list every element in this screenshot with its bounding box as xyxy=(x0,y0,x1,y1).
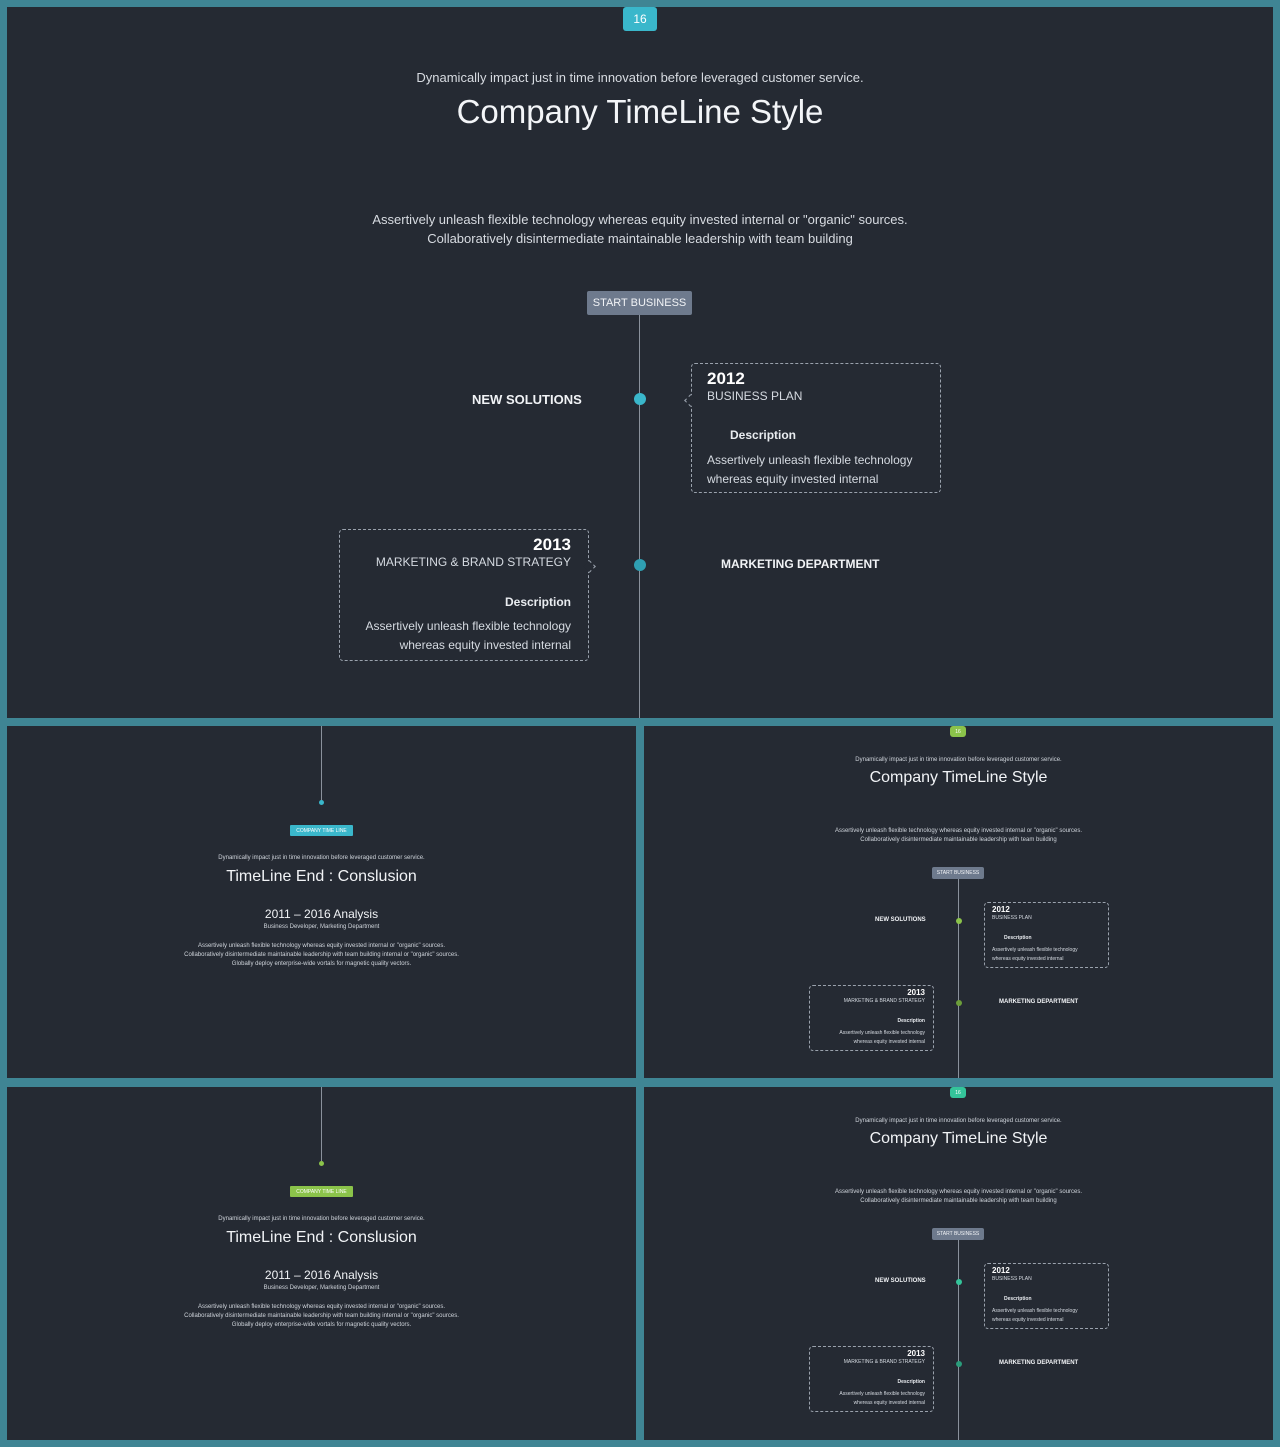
end-body-line-2: Collaboratively disintermediate maintain… xyxy=(184,952,459,958)
event-heading: MARKETING & BRAND STRATEGY xyxy=(843,1359,925,1365)
end-departments: Business Developer, Marketing Department xyxy=(263,924,380,930)
new-solutions-label: NEW SOLUTIONS xyxy=(875,1278,926,1284)
start-business-tag: START BUSINESS xyxy=(587,291,692,315)
end-title: TimeLine End : Conslusion xyxy=(226,868,417,885)
event-description-line-1: Assertively unleash flexible technology xyxy=(992,1308,1078,1314)
event-description-title: Description xyxy=(897,1018,925,1024)
intro-line-2: Collaboratively disintermediate maintain… xyxy=(860,1198,1057,1204)
event-card-2012: 2012 BUSINESS PLAN Description Assertive… xyxy=(684,363,941,493)
timeline-dot-2013 xyxy=(956,1361,962,1367)
event-description-line-2: whereas equity invested internal xyxy=(853,1039,925,1045)
intro-line-1: Assertively unleash flexible technology … xyxy=(372,212,908,227)
end-range: 2011 – 2016 Analysis xyxy=(264,1268,379,1282)
timeline-axis xyxy=(958,1240,959,1440)
event-description-line-2: whereas equity invested internal xyxy=(992,956,1064,962)
timeline-axis xyxy=(321,726,322,800)
new-solutions-label: NEW SOLUTIONS xyxy=(472,392,582,407)
end-subtitle: Dynamically impact just in time innovati… xyxy=(218,855,425,861)
timeline-end-dot xyxy=(319,1161,324,1166)
end-body-line-2: Collaboratively disintermediate maintain… xyxy=(184,1313,459,1319)
event-description-line-1: Assertively unleash flexible technology xyxy=(992,947,1078,953)
slide-subtitle: Dynamically impact just in time innovati… xyxy=(855,757,1062,763)
intro-line-2: Collaboratively disintermediate maintain… xyxy=(427,231,853,246)
event-description-title: Description xyxy=(897,1379,925,1385)
end-body-line-3: Globally deploy enterprise-wide vortals … xyxy=(231,1322,412,1328)
intro-line-1: Assertively unleash flexible technology … xyxy=(834,828,1083,834)
timeline-slide-green: 16 Dynamically impact just in time innov… xyxy=(644,726,1273,1078)
event-heading: BUSINESS PLAN xyxy=(992,915,1032,921)
timeline-slide-main: 16 Dynamically impact just in time innov… xyxy=(7,7,1273,718)
new-solutions-label: NEW SOLUTIONS xyxy=(875,917,926,923)
timeline-dot-2013 xyxy=(634,559,646,571)
event-description-line-2: whereas equity invested internal xyxy=(992,1317,1064,1323)
end-range: 2011 – 2016 Analysis xyxy=(264,907,379,921)
timeline-end-slide-green: COMPANY TIME LINE Dynamically impact jus… xyxy=(7,1087,636,1440)
event-description-title: Description xyxy=(504,595,571,609)
timeline-dot-2012 xyxy=(956,918,962,924)
page-number-badge: 16 xyxy=(623,7,657,31)
event-description-title: Description xyxy=(1004,935,1032,941)
timeline-axis xyxy=(639,315,640,718)
event-description-line-1: Assertively unleash flexible technology xyxy=(365,619,571,633)
slide-title: Company TimeLine Style xyxy=(869,1130,1048,1147)
timeline-end-slide-teal: COMPANY TIME LINE Dynamically impact jus… xyxy=(7,726,636,1078)
page-number-badge: 16 xyxy=(950,726,966,737)
event-card-2013: 2013 MARKETING & BRAND STRATEGY Descript… xyxy=(339,529,596,661)
marketing-department-label: MARKETING DEPARTMENT xyxy=(999,999,1079,1005)
event-description-line-1: Assertively unleash flexible technology xyxy=(707,453,913,467)
event-card-2013: 2013 MARKETING & BRAND STRATEGY Descript… xyxy=(809,1346,934,1412)
card-pointer xyxy=(583,560,596,573)
company-timeline-tag: COMPANY TIME LINE xyxy=(290,1186,353,1197)
event-year: 2013 xyxy=(533,535,571,554)
page-number-badge: 16 xyxy=(950,1087,966,1098)
slide-title: Company TimeLine Style xyxy=(456,93,824,130)
end-body-line-1: Assertively unleash flexible technology … xyxy=(197,943,446,949)
intro-line-1: Assertively unleash flexible technology … xyxy=(834,1189,1083,1195)
event-description-line-2: whereas equity invested internal xyxy=(707,472,879,486)
end-body-line-3: Globally deploy enterprise-wide vortals … xyxy=(231,961,412,967)
marketing-department-label: MARKETING DEPARTMENT xyxy=(721,557,880,571)
event-description-line-2: whereas equity invested internal xyxy=(399,638,571,652)
timeline-dot-2013 xyxy=(956,1000,962,1006)
event-description-line-2: whereas equity invested internal xyxy=(853,1400,925,1406)
slide-subtitle: Dynamically impact just in time innovati… xyxy=(416,70,864,85)
timeline-axis xyxy=(321,1087,322,1161)
end-title: TimeLine End : Conslusion xyxy=(226,1229,417,1246)
event-year: 2012 xyxy=(707,369,745,388)
start-business-tag: START BUSINESS xyxy=(932,867,984,879)
company-timeline-tag: COMPANY TIME LINE xyxy=(290,825,353,836)
event-description-title: Description xyxy=(730,428,797,442)
event-year: 2012 xyxy=(992,1266,1010,1275)
event-description-line-1: Assertively unleash flexible technology xyxy=(839,1391,925,1397)
end-body-line-1: Assertively unleash flexible technology … xyxy=(197,1304,446,1310)
start-business-tag: START BUSINESS xyxy=(932,1228,984,1240)
event-card-2012: 2012 BUSINESS PLAN Description Assertive… xyxy=(984,1263,1109,1329)
event-heading: MARKETING & BRAND STRATEGY xyxy=(843,998,925,1004)
timeline-end-dot xyxy=(319,800,324,805)
event-year: 2013 xyxy=(907,1349,925,1358)
event-year: 2013 xyxy=(907,988,925,997)
end-departments: Business Developer, Marketing Department xyxy=(263,1285,380,1291)
card-pointer xyxy=(684,394,697,407)
intro-line-2: Collaboratively disintermediate maintain… xyxy=(860,837,1057,843)
event-card-2013: 2013 MARKETING & BRAND STRATEGY Descript… xyxy=(809,985,934,1051)
timeline-dot-2012 xyxy=(634,393,646,405)
timeline-slide-emerald: 16 Dynamically impact just in time innov… xyxy=(644,1087,1273,1440)
timeline-dot-2012 xyxy=(956,1279,962,1285)
slide-title: Company TimeLine Style xyxy=(869,769,1048,786)
timeline-axis xyxy=(958,879,959,1078)
slide-subtitle: Dynamically impact just in time innovati… xyxy=(855,1118,1062,1124)
event-card-2012: 2012 BUSINESS PLAN Description Assertive… xyxy=(984,902,1109,968)
event-description-title: Description xyxy=(1004,1296,1032,1302)
event-heading: BUSINESS PLAN xyxy=(992,1276,1032,1282)
event-description-line-1: Assertively unleash flexible technology xyxy=(839,1030,925,1036)
marketing-department-label: MARKETING DEPARTMENT xyxy=(999,1360,1079,1366)
event-heading: MARKETING & BRAND STRATEGY xyxy=(375,555,571,569)
event-year: 2012 xyxy=(992,905,1010,914)
end-subtitle: Dynamically impact just in time innovati… xyxy=(218,1216,425,1222)
event-heading: BUSINESS PLAN xyxy=(707,389,803,403)
